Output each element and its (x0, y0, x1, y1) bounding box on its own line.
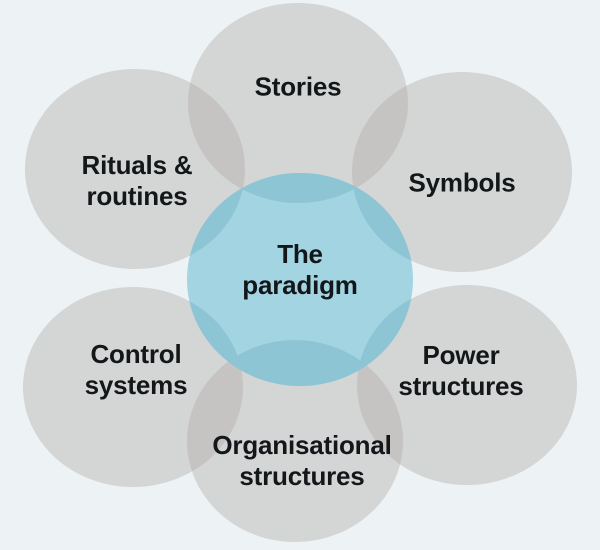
label-the-paradigm: The paradigm (242, 238, 358, 300)
circle-stories (188, 3, 408, 203)
center-circle-paradigm (187, 173, 413, 386)
label-symbols: Symbols (408, 167, 516, 198)
label-rituals-routines: Rituals & routines (81, 149, 193, 211)
overlap-rituals-routines-paradigm (187, 173, 245, 269)
label-stories: Stories (254, 71, 342, 102)
label-organisational-structures: Organisational structures (212, 429, 392, 491)
overlap-symbols-paradigm (352, 173, 413, 272)
label-control-systems: Control systems (84, 338, 188, 400)
overlap-control-systems-paradigm (187, 287, 243, 386)
label-power-structures: Power structures (398, 339, 524, 401)
